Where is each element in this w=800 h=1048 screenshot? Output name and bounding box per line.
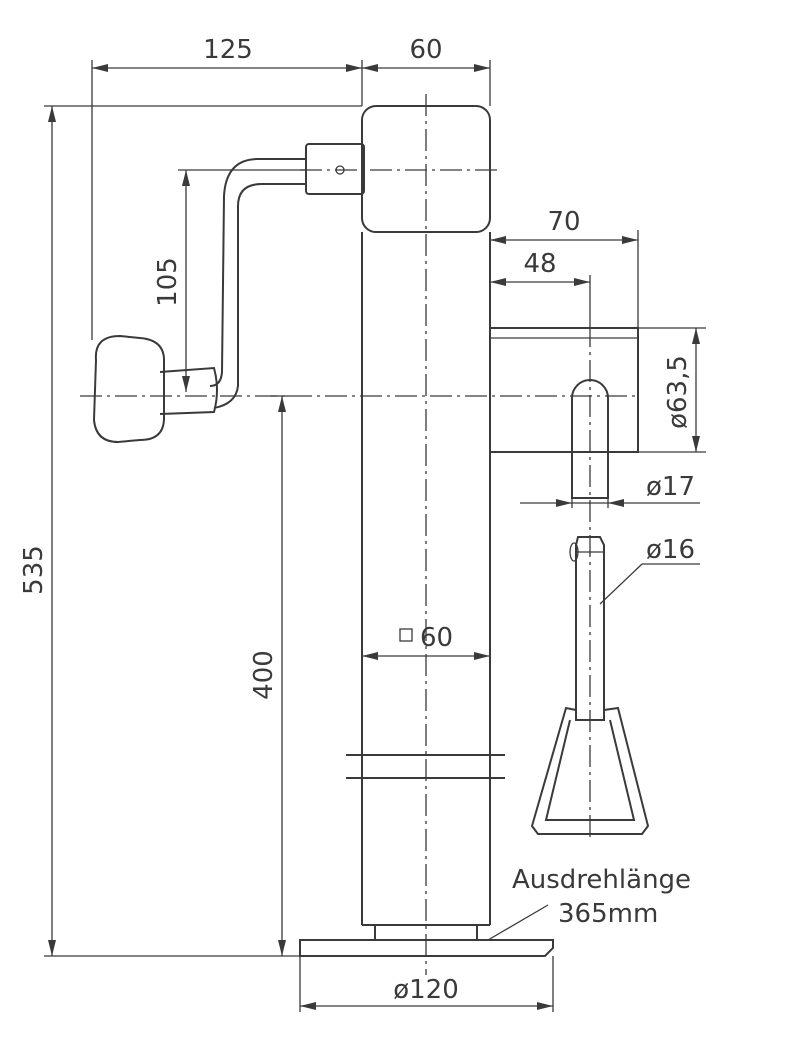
- note-line-2: 365mm: [558, 899, 658, 929]
- dim-535-label: 535: [19, 545, 49, 595]
- dim-lock-pin-diameter-label: ø16: [646, 535, 695, 565]
- dim-105-label: 105: [153, 257, 183, 307]
- dim-70-label: 70: [547, 207, 580, 237]
- dim-400-label: 400: [249, 650, 279, 700]
- dim-bracket-diameter-label: ø63,5: [663, 355, 693, 429]
- dimension-labels: 125 60 535 105 400 70 48 ø63,5 ø17 ø16 6…: [19, 35, 695, 1005]
- dimension-lines: [48, 64, 700, 1010]
- note-line-1: Ausdrehlänge: [512, 865, 691, 895]
- dim-60-top-label: 60: [409, 35, 442, 65]
- side-bracket: [489, 327, 639, 453]
- center-lines: [80, 94, 640, 975]
- dim-foot-diameter-label: ø120: [393, 975, 459, 1005]
- foot-plate: [299, 939, 554, 957]
- dim-square-60-label: 60: [420, 623, 453, 653]
- dim-125-label: 125: [203, 35, 253, 65]
- dim-48-label: 48: [523, 249, 556, 279]
- bracket-bolt: [571, 379, 609, 499]
- dim-pin-diameter-label: ø17: [646, 472, 695, 502]
- crank-handle: [92, 143, 365, 444]
